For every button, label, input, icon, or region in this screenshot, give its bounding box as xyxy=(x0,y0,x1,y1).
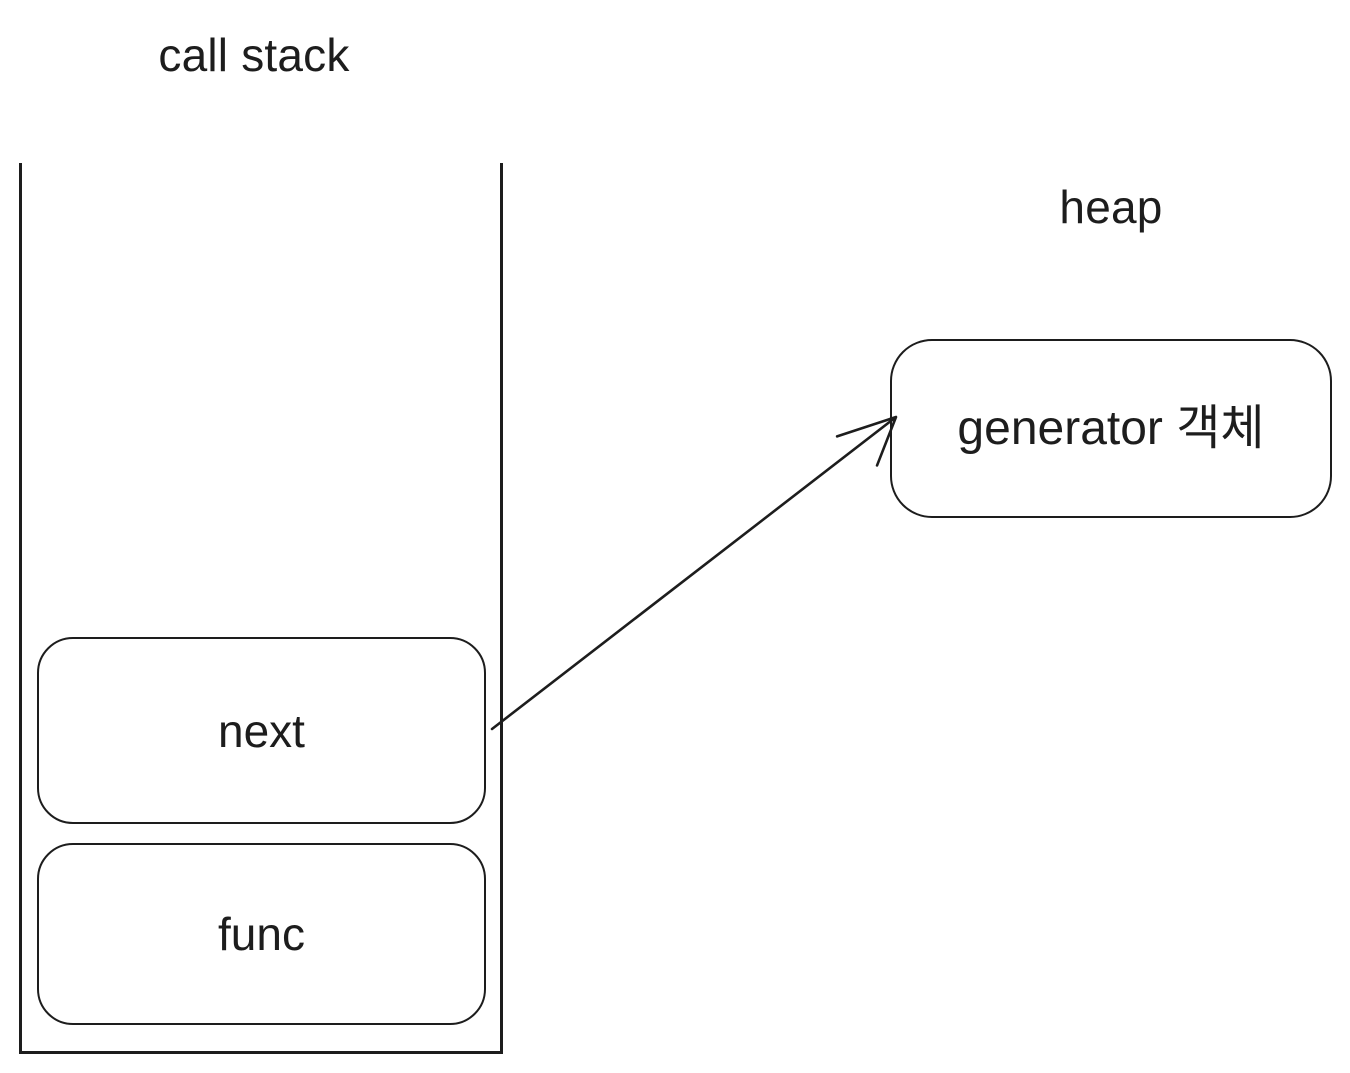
heap-object-generator[interactable]: generator 객체 xyxy=(890,339,1332,518)
stack-frame-func-label: func xyxy=(218,908,305,960)
stack-frame-next-label: next xyxy=(218,704,305,757)
heap-caption: heap xyxy=(1059,181,1163,233)
stack-frame-func[interactable]: func xyxy=(37,843,486,1025)
heap-object-generator-label: generator 객체 xyxy=(957,401,1265,455)
stack-frame-next[interactable]: next xyxy=(37,637,486,824)
call-stack-caption: call stack xyxy=(158,29,350,81)
